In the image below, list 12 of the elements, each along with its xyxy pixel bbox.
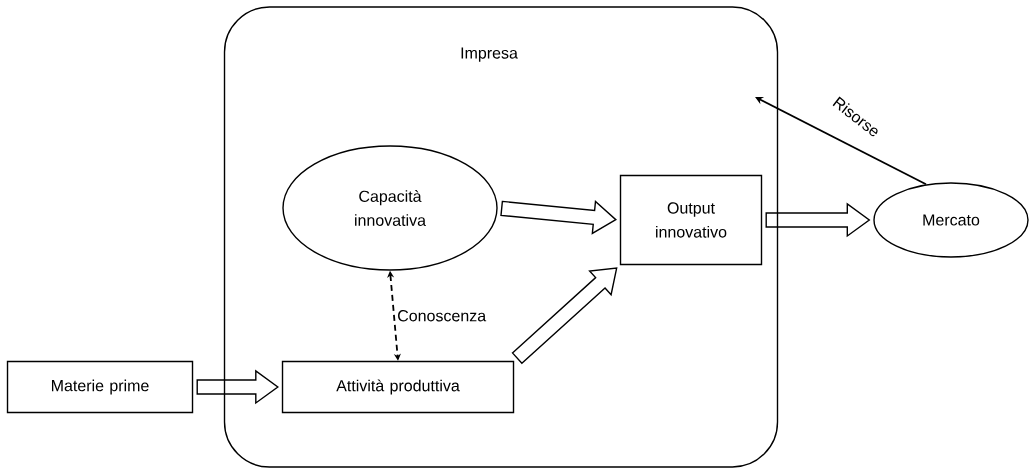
edge-label: Conoscenza — [398, 310, 487, 322]
heading: Impresa — [461, 47, 518, 62]
process-box: Materie prime — [6, 360, 194, 414]
process-box: Attività produttiva — [281, 360, 515, 414]
process-box: Output innovativo — [619, 174, 763, 266]
ellipse-node: Mercato — [873, 182, 1029, 258]
company-frame — [223, 6, 779, 468]
arrow — [755, 97, 927, 186]
ellipse-node: Capacità innovativa — [282, 145, 498, 271]
block-arrow — [765, 202, 871, 238]
block-arrow — [196, 369, 279, 405]
block-arrow — [500, 200, 617, 235]
